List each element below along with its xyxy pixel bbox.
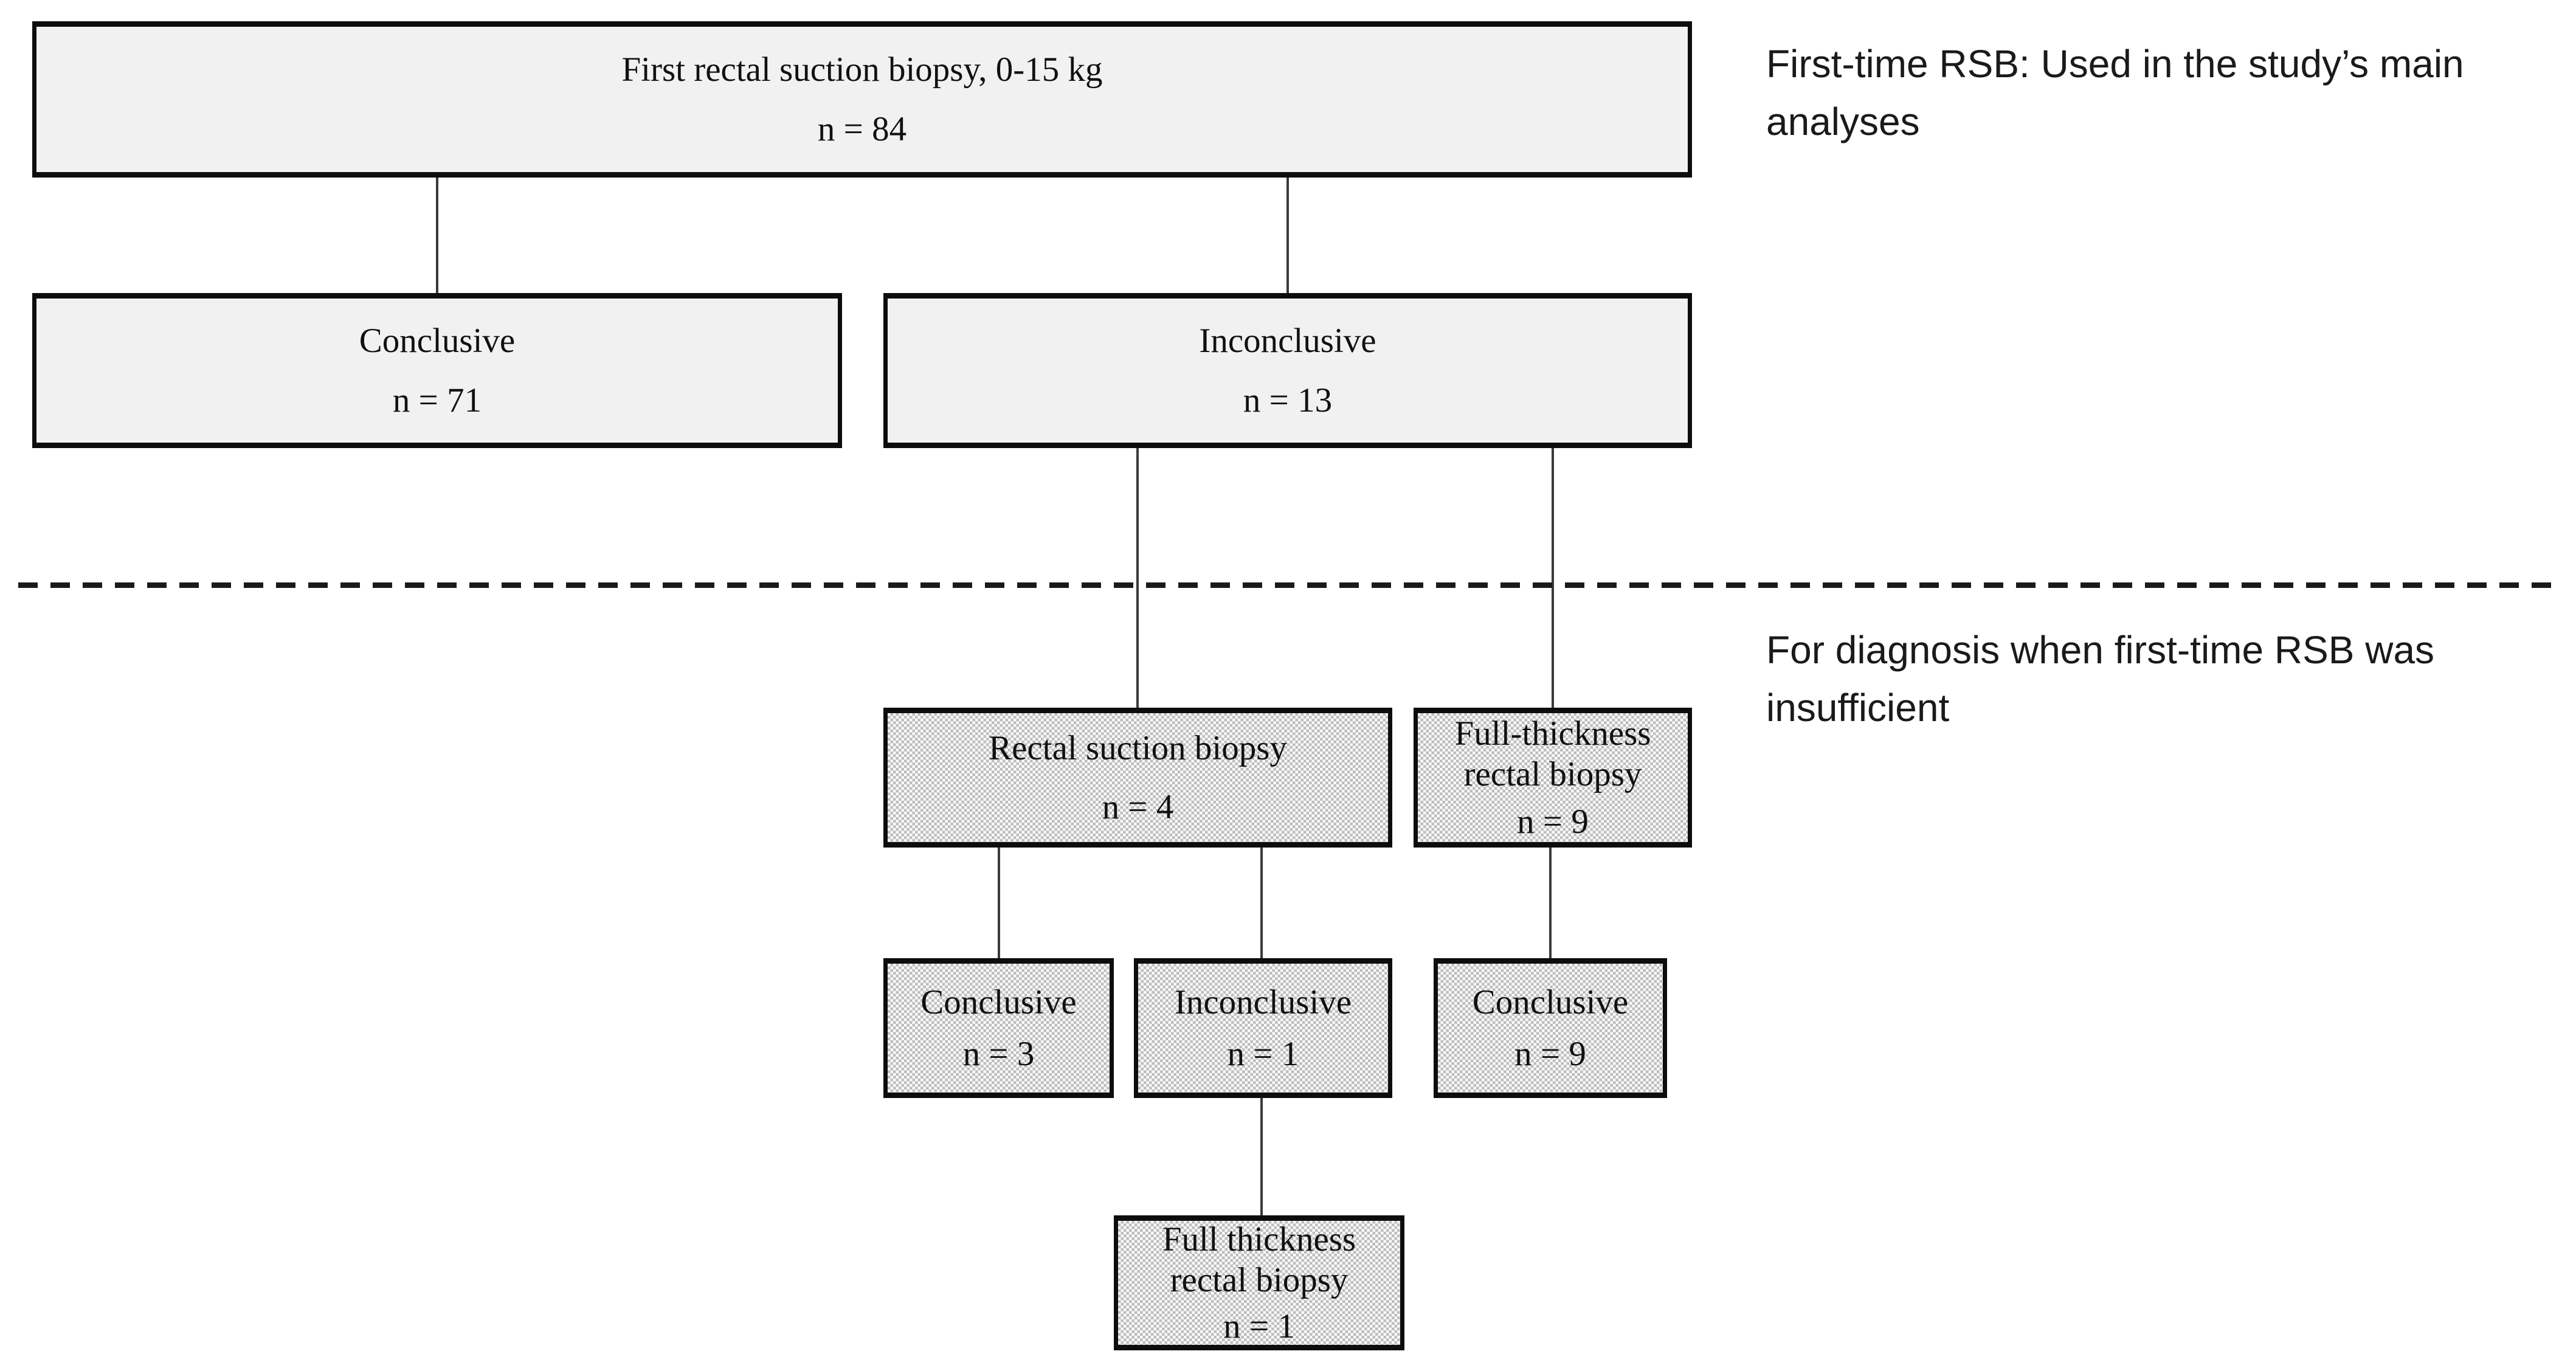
connector-inconclusive13-to-ftrb9 xyxy=(1552,448,1554,708)
node-conclusive-71-count: n = 71 xyxy=(392,381,482,420)
node-ftrb-9: Full-thickness rectal biopsy n = 9 xyxy=(1414,708,1692,848)
node-conclusive-71: Conclusive n = 71 xyxy=(32,293,842,448)
node-ftrb-1-count: n = 1 xyxy=(1223,1307,1295,1345)
node-inconclusive-1-label: Inconclusive xyxy=(1174,982,1352,1021)
connector-rsb4-to-conclusive3 xyxy=(998,848,1000,958)
node-first-rsb-count: n = 84 xyxy=(817,109,907,148)
node-conclusive-9-label: Conclusive xyxy=(1472,982,1629,1021)
connector-first-to-conclusive71 xyxy=(436,178,438,293)
connector-inconclusive13-to-rsb4 xyxy=(1136,448,1139,708)
node-conclusive-9: Conclusive n = 9 xyxy=(1434,958,1667,1098)
node-conclusive-9-count: n = 9 xyxy=(1514,1035,1586,1073)
connector-inconclusive1-to-ftrb1 xyxy=(1260,1098,1263,1215)
node-inconclusive-13-count: n = 13 xyxy=(1243,381,1333,420)
node-conclusive-3-count: n = 3 xyxy=(962,1035,1035,1073)
node-conclusive-3: Conclusive n = 3 xyxy=(883,958,1114,1098)
node-inconclusive-13-label: Inconclusive xyxy=(1199,322,1376,361)
connector-first-to-inconclusive13 xyxy=(1286,178,1289,293)
connector-rsb4-to-inconclusive1 xyxy=(1260,848,1263,958)
node-conclusive-3-label: Conclusive xyxy=(920,982,1077,1021)
node-ftrb-9-count: n = 9 xyxy=(1517,802,1589,841)
annotation-first-time-rsb: First-time RSB: Used in the study’s main… xyxy=(1766,42,2464,143)
node-inconclusive-13: Inconclusive n = 13 xyxy=(883,293,1692,448)
annotation-insufficient-rsb: For diagnosis when first-time RSB was in… xyxy=(1766,628,2435,730)
node-ftrb-1: Full thickness rectal biopsy n = 1 xyxy=(1114,1215,1404,1350)
node-rsb-4: Rectal suction biopsy n = 4 xyxy=(883,708,1392,848)
node-first-rsb-label: First rectal suction biopsy, 0-15 kg xyxy=(621,50,1103,89)
node-inconclusive-1: Inconclusive n = 1 xyxy=(1134,958,1392,1098)
connector-ftrb9-to-conclusive9 xyxy=(1549,848,1552,958)
node-rsb-4-count: n = 4 xyxy=(1102,788,1174,826)
node-first-rsb: First rectal suction biopsy, 0-15 kg n =… xyxy=(32,21,1692,178)
node-ftrb-1-label: Full thickness rectal biopsy xyxy=(1162,1220,1356,1300)
node-conclusive-71-label: Conclusive xyxy=(359,322,516,361)
node-ftrb-9-label: Full-thickness rectal biopsy xyxy=(1454,714,1651,794)
node-inconclusive-1-count: n = 1 xyxy=(1227,1035,1299,1073)
node-rsb-4-label: Rectal suction biopsy xyxy=(989,728,1287,767)
dashed-divider xyxy=(18,582,2563,588)
